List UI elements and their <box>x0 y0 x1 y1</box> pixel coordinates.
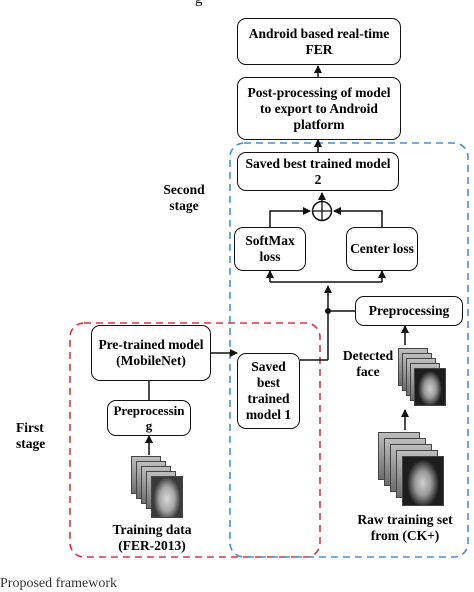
saved-model-1-box: Saved best trained model 1 <box>237 353 300 429</box>
arrow-center-to-sum <box>333 207 383 227</box>
first-stage-region <box>69 322 321 558</box>
saved-model-2-box: Saved best trained model 2 <box>237 152 399 191</box>
arrow-softmax-to-sum <box>269 207 311 227</box>
training-data-label: Training data (FER-2013) <box>112 522 192 553</box>
second-stage-region <box>229 142 469 558</box>
training-faces-image <box>131 456 183 518</box>
raw-training-set-label: Raw training set from (CK+) <box>357 512 453 543</box>
pretrained-model-box: Pre-trained model (MobileNet) <box>91 325 211 381</box>
first-stage-label: First stage <box>16 420 46 451</box>
header-text-fragment: g <box>195 0 203 7</box>
sum-operator <box>311 200 333 222</box>
center-loss-box: Center loss <box>346 227 418 271</box>
detected-face-label: Detected face <box>342 348 394 379</box>
preprocessing-right-box: Preprocessing <box>355 296 463 326</box>
android-fer-box: Android based real-time FER <box>237 18 401 65</box>
preprocessing-left-box: Preprocessing <box>107 400 191 436</box>
post-processing-box: Post-processing of model to export to An… <box>237 77 401 140</box>
figure-caption: Proposed framework <box>0 576 118 591</box>
second-stage-label: Second stage <box>163 182 205 213</box>
softmax-loss-box: SoftMax loss <box>234 227 306 271</box>
junction-dot <box>325 308 331 314</box>
detected-face-image <box>398 348 446 406</box>
raw-faces-image <box>378 432 444 506</box>
